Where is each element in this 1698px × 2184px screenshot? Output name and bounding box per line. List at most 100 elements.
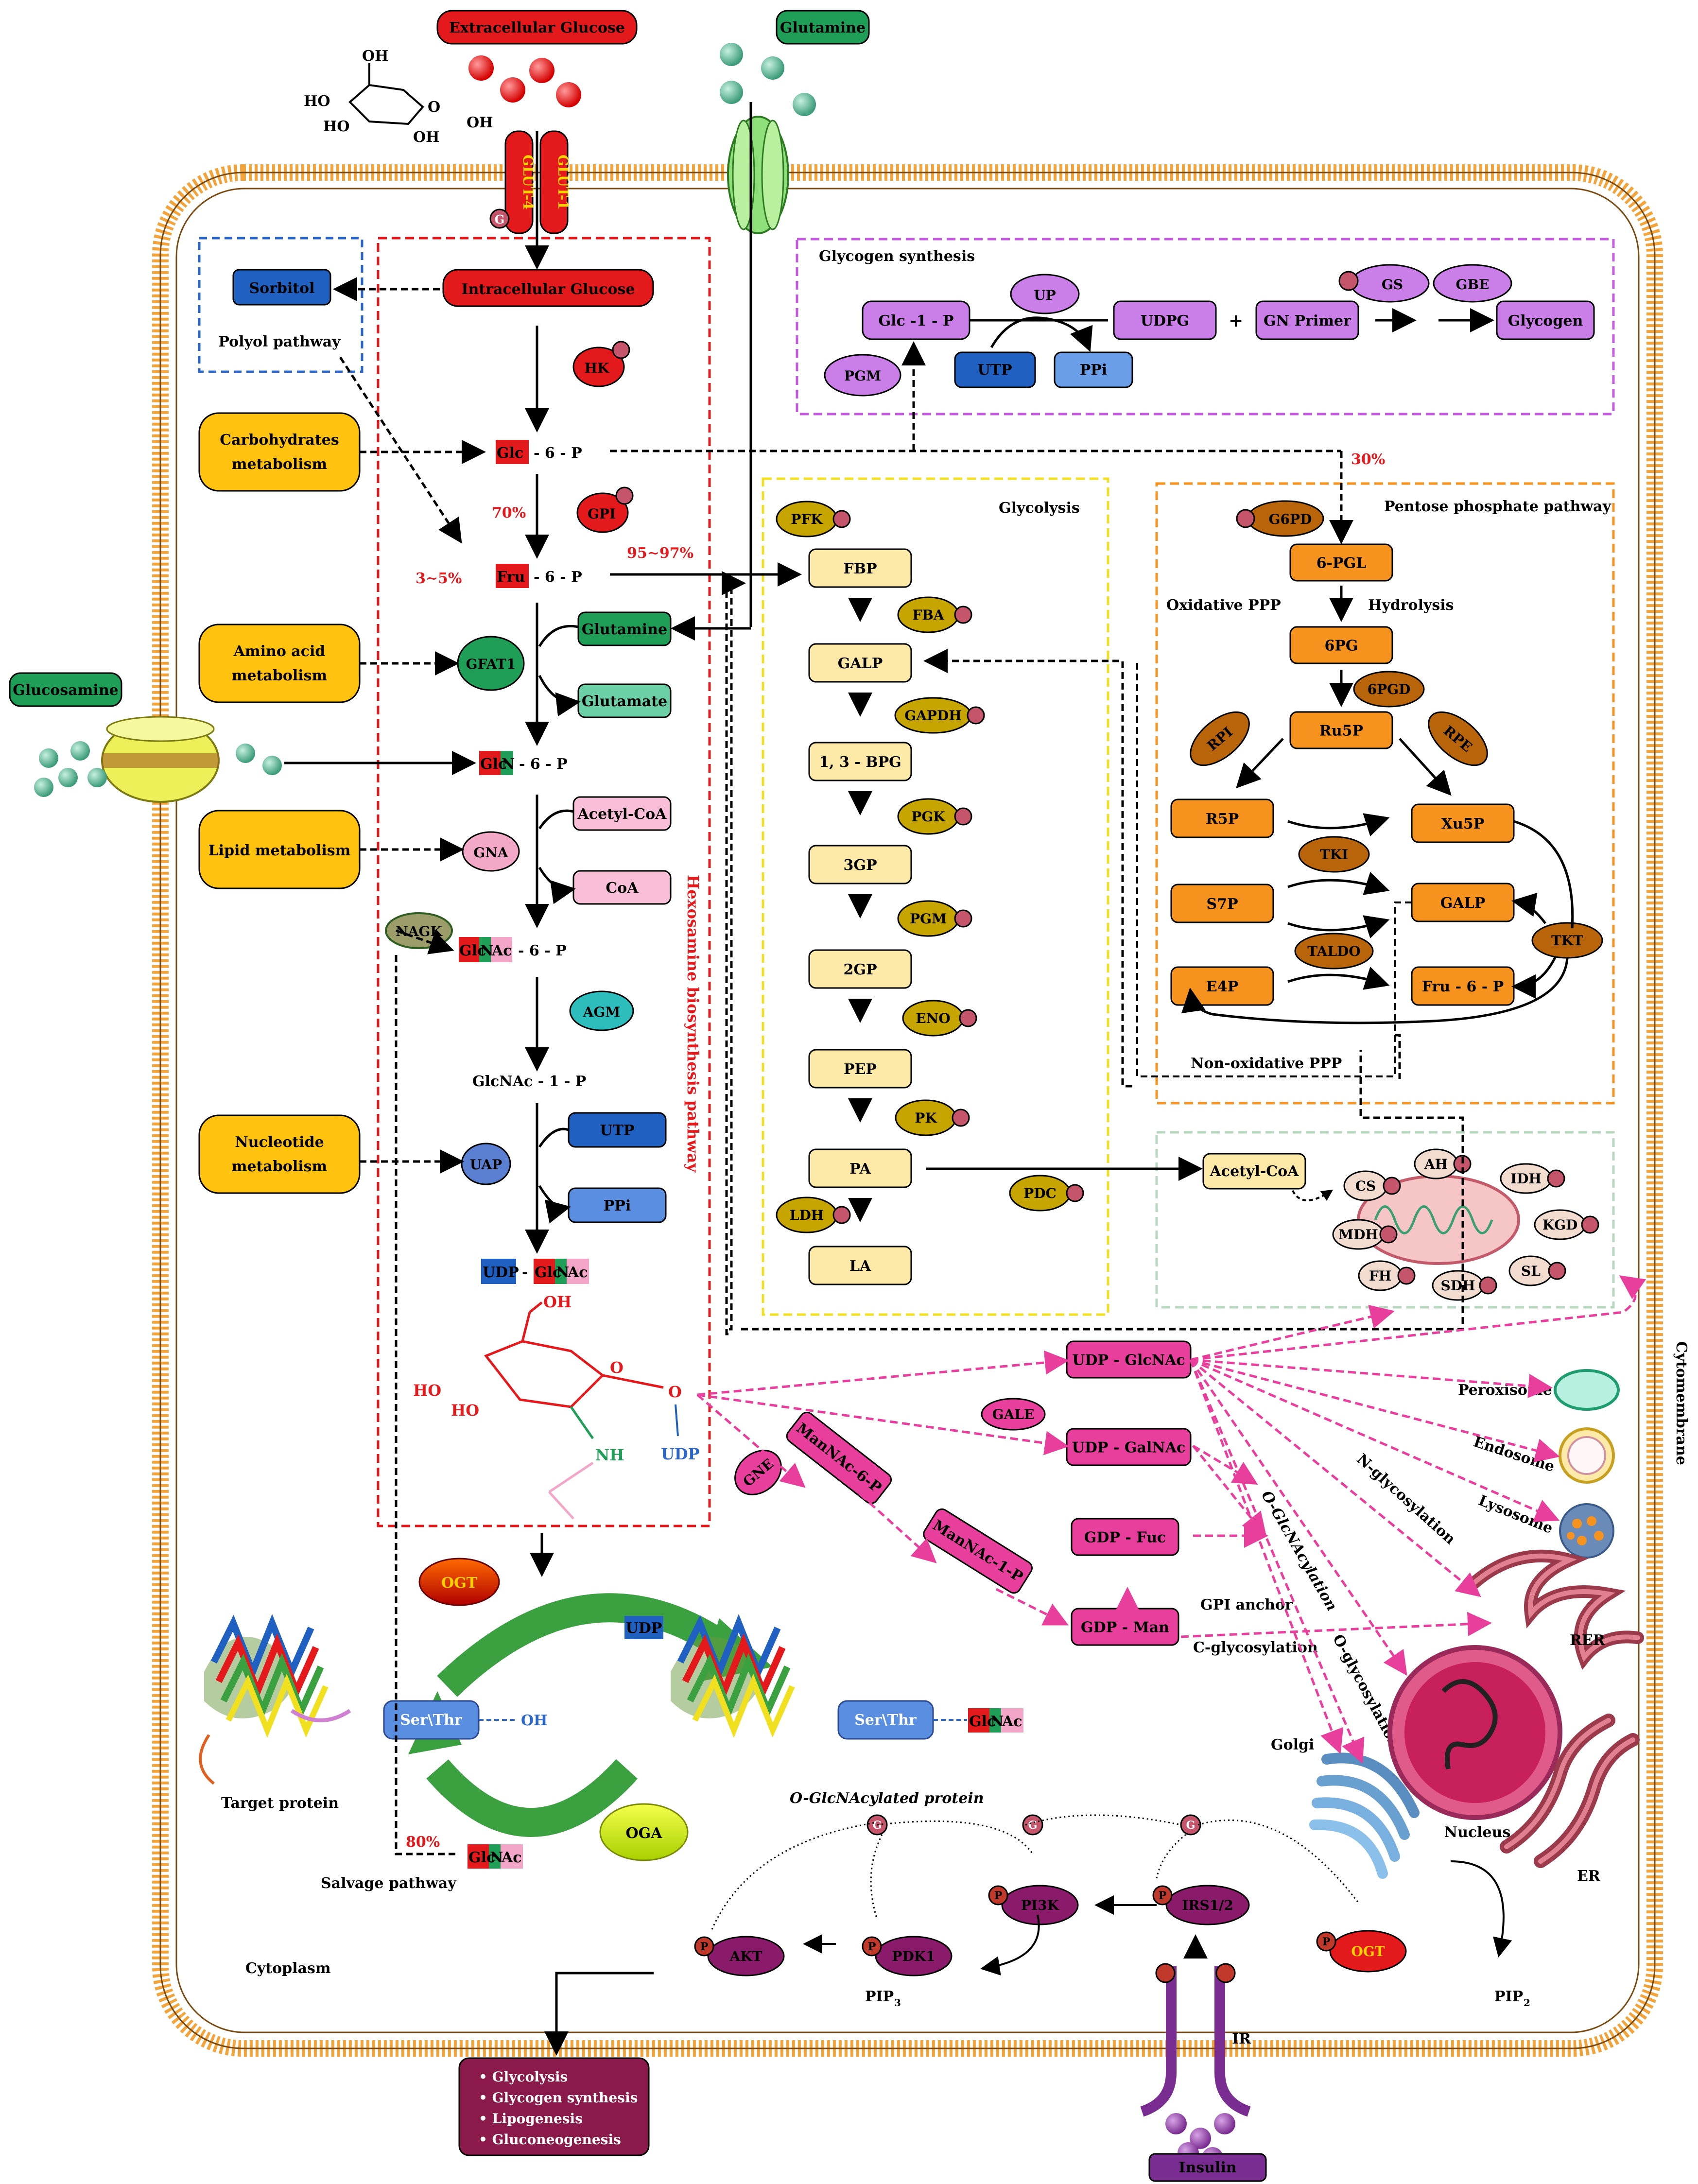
glycolysis-enzyme-pdc: PDC xyxy=(1009,1175,1084,1212)
hk-label: HK xyxy=(585,360,610,376)
glycolysis-step-7: LA xyxy=(808,1246,912,1285)
glycolysis-enzyme-pgk: PGK xyxy=(897,798,972,835)
glucosamine-badge: Glucosamine xyxy=(9,672,122,707)
udpglcnac-b: Glc xyxy=(535,1264,561,1281)
lipid-metabolism-label: Lipid metabolism xyxy=(208,842,351,859)
amino-metabolism-box: Amino acid metabolism xyxy=(198,624,361,703)
glucose-oh-label-2: OH xyxy=(467,114,493,131)
tca-enzyme-kgd-label: KGD xyxy=(1542,1217,1578,1233)
glycolysis-enzyme-gapdh-label: GAPDH xyxy=(904,708,961,724)
struct-ho1: HO xyxy=(413,1381,441,1400)
hbp-glutamate-label: Glutamate xyxy=(582,693,667,710)
glycogen-ppi-node: PPi xyxy=(1054,351,1133,388)
carb-metabolism-line2: metabolism xyxy=(232,456,328,473)
irs-node: IRS1/2P xyxy=(1152,1885,1250,1925)
glycogen-utp-label: UTP xyxy=(977,362,1012,379)
rpi-enzyme: RPI xyxy=(1190,711,1250,766)
e4p-node-label: E4P xyxy=(1206,978,1238,995)
ru5p-node: Ru5P xyxy=(1289,711,1393,749)
glcnac6p-suffix: - 6 - P xyxy=(518,942,567,959)
tca-enzyme-cs: CS xyxy=(1343,1170,1401,1201)
glycogen-utp-node: UTP xyxy=(954,351,1036,388)
rer-label: RER xyxy=(1570,1632,1606,1649)
glutamine-channel xyxy=(727,116,789,234)
glutamine-badge: Glutamine xyxy=(776,10,870,45)
plus-sign: + xyxy=(1229,311,1243,331)
glycolysis-enzyme-pfk-label: PFK xyxy=(791,511,823,527)
tca-enzyme-sl: SL xyxy=(1508,1255,1566,1286)
tca-enzyme-idh-label: IDH xyxy=(1510,1171,1542,1187)
glycolysis-step-7-label: LA xyxy=(849,1258,871,1275)
glycolysis-step-3: 3GP xyxy=(808,845,912,884)
hbp-utp-node: UTP xyxy=(568,1112,667,1148)
hydrolysis-label: Hydrolysis xyxy=(1368,597,1454,614)
gdp-fuc-node: GDP - Fuc xyxy=(1071,1518,1179,1556)
c-glycosylation-label: C-glycosylation xyxy=(1193,1639,1318,1656)
hbp-ppi-node: PPi xyxy=(568,1187,667,1223)
cell-membrane xyxy=(152,164,1663,2057)
glcnac1p-label: GlcNAc - 1 - P xyxy=(472,1073,586,1090)
glut1-label: GLUT-1 xyxy=(555,155,571,210)
udp-galnac-node-label: UDP - GalNAc xyxy=(1072,1439,1186,1456)
sig-ogt-node-p-badge: P xyxy=(1322,1936,1331,1948)
udpglcnac-c: N xyxy=(556,1264,569,1281)
tkt-in-arrow xyxy=(1513,820,1574,929)
cycle-udp-label: UDP xyxy=(626,1620,662,1637)
amino-metabolism-line1: Amino acid xyxy=(233,643,326,660)
cycle-udp-badge: UDP xyxy=(624,1616,663,1639)
tkt-enzyme-label: TKT xyxy=(1551,933,1583,949)
gdp-fuc-node-label: GDP - Fuc xyxy=(1084,1529,1166,1546)
glycolysis-box xyxy=(762,477,1109,1316)
ppp-galp-node-label: GALP xyxy=(1440,895,1486,912)
glcn6p-a: Glc xyxy=(480,756,507,773)
outcome-glycogen: • Glycogen synthesis xyxy=(479,2090,638,2106)
peroxisome-label: Peroxisome xyxy=(1458,1382,1552,1399)
gs-label: GS xyxy=(1382,277,1403,293)
glycolysis-step-1: GALP xyxy=(808,643,912,683)
glucose-o-label: O xyxy=(428,99,440,116)
glycolysis-enzyme-fba: FBA xyxy=(897,596,972,633)
glycolysis-enzyme-ldh: LDH xyxy=(776,1196,851,1233)
gale-enzyme-label: GALE xyxy=(992,1406,1035,1422)
hbp-acetyl-coa-label: Acetyl-CoA xyxy=(577,806,667,823)
glucose-oh-label: OH xyxy=(362,48,388,65)
tca-enzyme-mdh: MDH xyxy=(1332,1219,1398,1250)
tca-enzyme-ah-label: AH xyxy=(1424,1156,1448,1172)
salvage-glcnac-c: Ac xyxy=(501,1849,522,1866)
hbp-glutamate-node: Glutamate xyxy=(577,683,672,718)
s7p-node-label: S7P xyxy=(1206,896,1238,913)
cytomembrane-label: Cytomembrane xyxy=(1673,1341,1690,1465)
glucose-oh-label-3: OH xyxy=(413,129,439,146)
uap-label: UAP xyxy=(470,1157,502,1173)
tkt-e4p-arrow xyxy=(1181,958,1569,1024)
struct-udp: UDP xyxy=(661,1445,700,1463)
glycolysis-enzyme-ldh-label: LDH xyxy=(790,1207,824,1223)
outcome-gluconeogenesis: • Gluconeogenesis xyxy=(479,2132,621,2148)
right-glcnac-c: Ac xyxy=(1002,1713,1022,1730)
lysosome-label: Lysosome xyxy=(1476,1492,1555,1537)
glycolysis-enzyme-eno-label: ENO xyxy=(916,1010,950,1026)
glycogen-pgm-enzyme: PGM xyxy=(824,354,901,397)
gfat1-enzyme: GFAT1 xyxy=(457,636,525,691)
pct3-5-label: 3∼5% xyxy=(416,570,462,587)
glycolysis-enzyme-gapdh: GAPDH xyxy=(894,697,985,734)
taldo-enzyme: TALDO xyxy=(1294,933,1374,970)
gbe-label: GBE xyxy=(1456,277,1490,293)
gdp-man-node-label: GDP - Man xyxy=(1081,1619,1169,1636)
glycogen-ppi-label: PPi xyxy=(1080,362,1108,379)
glycolysis-step-2: 1, 3 - BPG xyxy=(808,742,912,781)
glucosamine-label: Glucosamine xyxy=(13,682,118,699)
outcomes-box: • Glycolysis • Glycogen synthesis • Lipo… xyxy=(458,2057,650,2156)
udpg-label: UDPG xyxy=(1141,312,1189,329)
glycolysis-title: Glycolysis xyxy=(999,500,1080,517)
struct-ho2: HO xyxy=(451,1401,479,1420)
glcnac6p-b: N xyxy=(480,942,493,959)
gdp-man-node: GDP - Man xyxy=(1071,1608,1179,1646)
glcnac6p-a: Glc xyxy=(459,942,486,959)
pgl6-node-label: 6-PGL xyxy=(1317,555,1367,572)
pi3k-node-label: PI3K xyxy=(1021,1897,1060,1913)
nagk-label: NAGK xyxy=(396,923,443,939)
insulin-label: Insulin xyxy=(1178,2159,1236,2176)
right-glcnac-green xyxy=(989,1708,1001,1733)
